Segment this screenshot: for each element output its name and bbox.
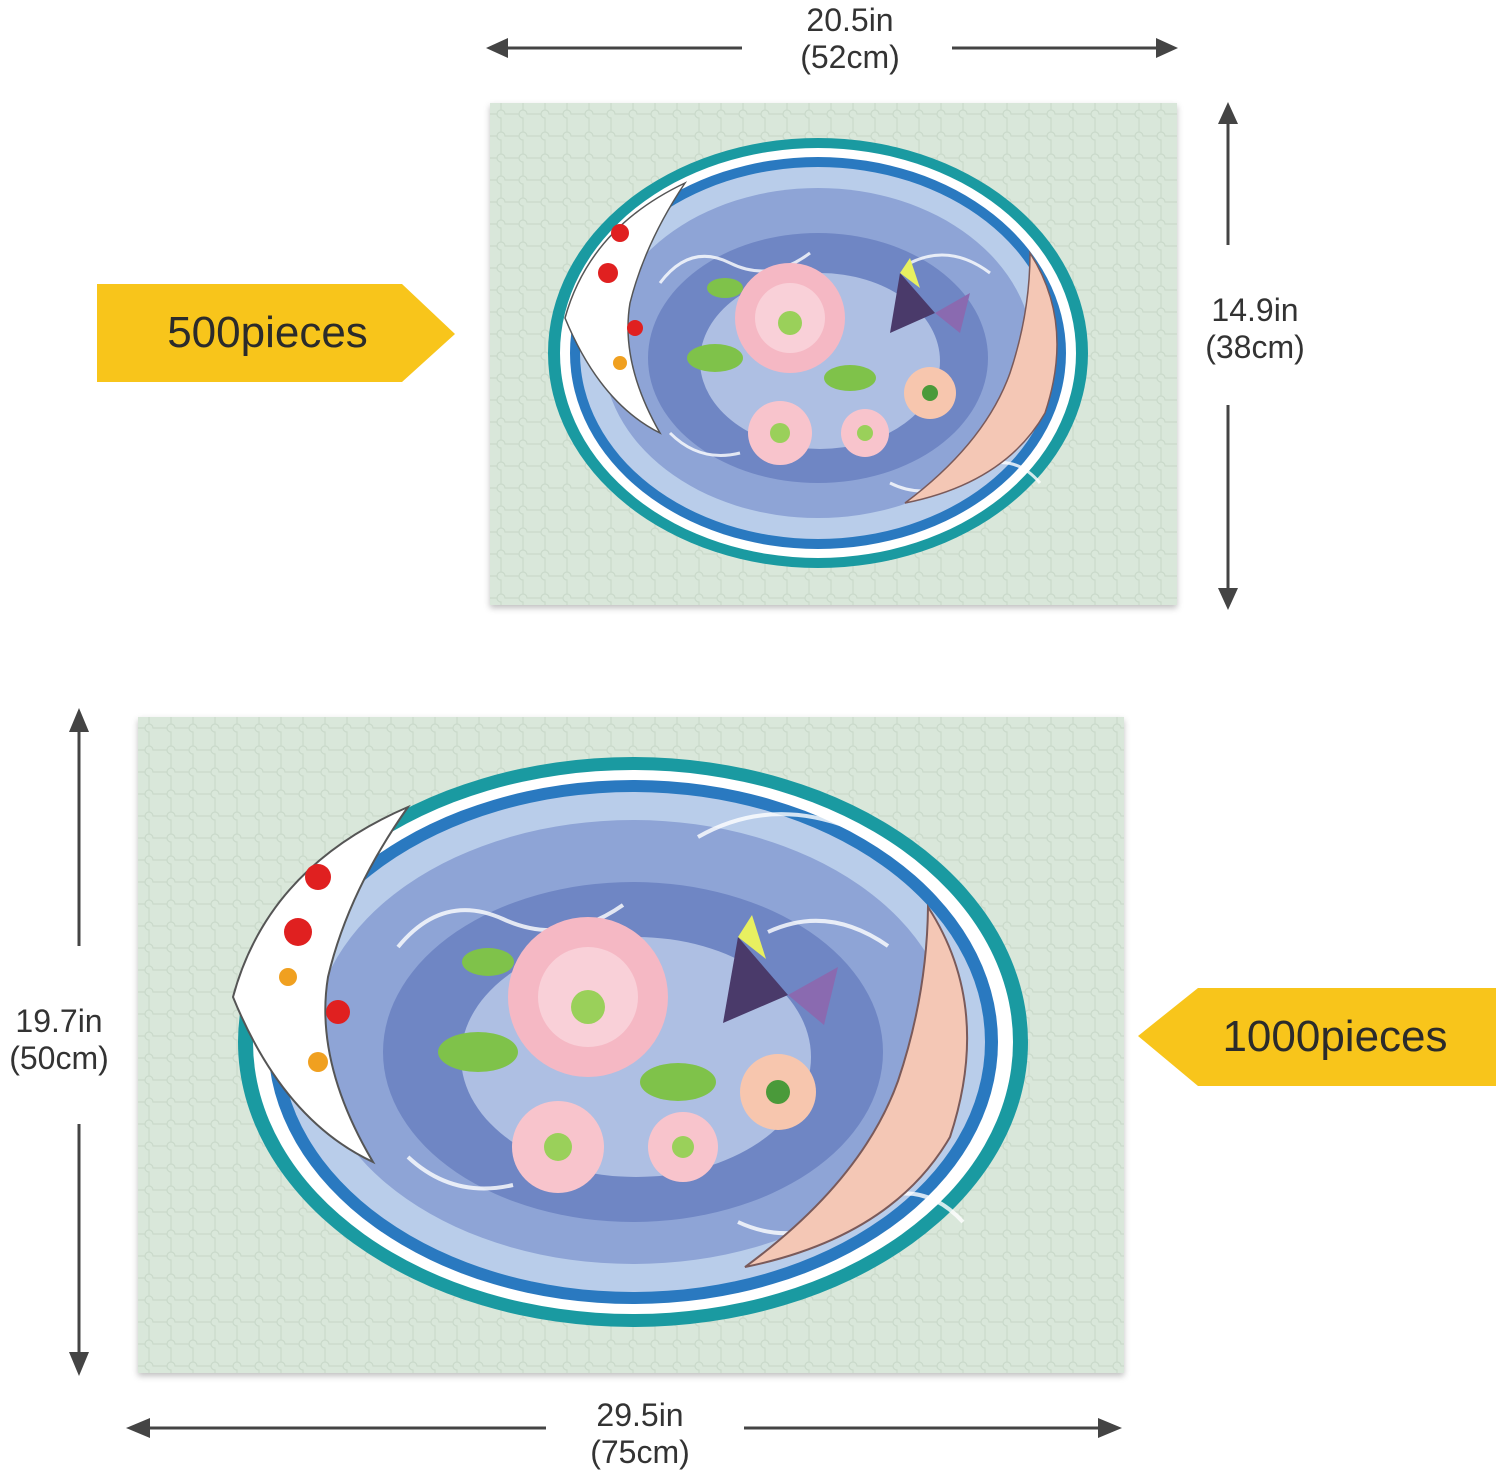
small-koi-fish-white-icon — [564, 181, 688, 435]
small-height-in: 14.9in — [1211, 292, 1299, 328]
small-koi-fish-peach-icon — [904, 250, 1058, 504]
small-butterfly-icon — [890, 258, 970, 333]
small-peony-flower-icon — [735, 263, 845, 373]
large-blossom-icon — [512, 1054, 816, 1193]
small-width-cm: (52cm) — [800, 39, 900, 75]
large-width-cm: (75cm) — [590, 1434, 690, 1470]
small-blossom-icon — [748, 367, 956, 465]
small-leaf-icon — [687, 278, 876, 391]
small-width-in: 20.5in — [806, 2, 894, 38]
small-height-label: 14.9in (38cm) — [1180, 292, 1330, 366]
large-width-label: 29.5in (75cm) — [550, 1397, 730, 1471]
small-width-label: 20.5in (52cm) — [760, 2, 940, 76]
large-width-arrow — [126, 1418, 1122, 1438]
large-height-label: 19.7in (50cm) — [0, 1003, 118, 1077]
large-puzzle-image — [138, 717, 1124, 1373]
large-leaf-icon — [438, 948, 716, 1101]
small-tag-shape — [97, 284, 455, 382]
large-koi-fish-peach-icon — [744, 903, 969, 1268]
large-height-cm: (50cm) — [9, 1040, 109, 1076]
large-height-arrow — [69, 708, 89, 1376]
large-butterfly-icon — [723, 915, 838, 1025]
small-puzzle-image — [490, 103, 1177, 605]
small-width-arrow — [486, 38, 1178, 58]
large-height-in: 19.7in — [15, 1003, 103, 1039]
small-height-arrow — [1218, 102, 1238, 610]
large-width-in: 29.5in — [596, 1397, 684, 1433]
large-peony-flower-icon — [508, 917, 668, 1077]
large-koi-fish-white-icon — [231, 804, 411, 1165]
small-pieces-tag: 500pieces — [167, 308, 368, 357]
large-pieces-tag: 1000pieces — [1222, 1012, 1448, 1061]
small-height-cm: (38cm) — [1205, 329, 1305, 365]
large-tag-shape — [1138, 988, 1496, 1086]
